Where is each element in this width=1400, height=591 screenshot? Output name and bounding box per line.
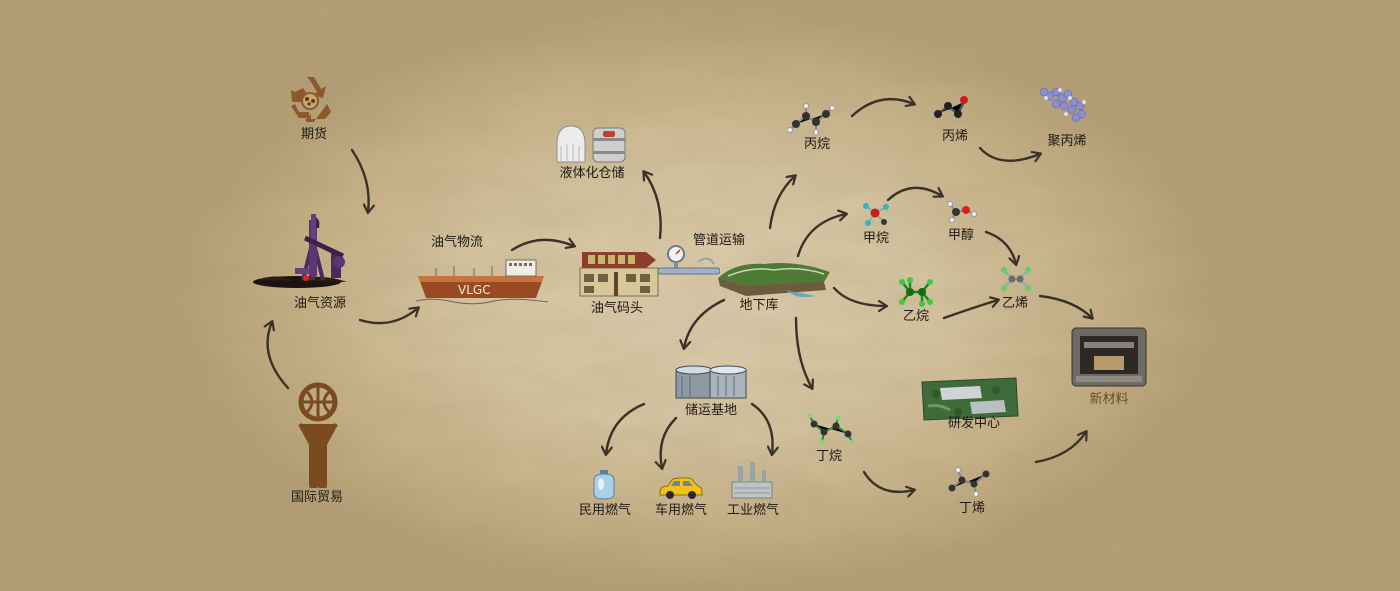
ethane-molecule-icon — [899, 277, 933, 307]
label-storage-base: 储运基地 — [684, 403, 738, 418]
arrow-butane-to-butene — [862, 470, 914, 492]
label-oil-gas-resource: 油气资源 — [293, 296, 347, 311]
storage-tanks-icon — [556, 125, 626, 163]
propane-molecule-icon — [788, 103, 834, 134]
label-butane: 丁烷 — [815, 449, 843, 464]
pipeline-gauge-icon — [658, 245, 720, 275]
3d-printer-icon — [1071, 327, 1147, 387]
oil-pumpjack-icon — [253, 214, 347, 288]
label-butene: 丁烯 — [958, 501, 986, 516]
methanol-molecule-icon — [947, 201, 977, 223]
arrow-underground-to-storagebase — [684, 298, 726, 348]
arrow-logistics-to-wharf — [510, 240, 574, 252]
arrow-propane-to-propylene — [850, 99, 914, 118]
label-vehicle-gas: 车用燃气 — [654, 503, 708, 518]
label-intl-trade: 国际贸易 — [290, 490, 344, 505]
arrow-ethane-to-ethylene — [942, 300, 998, 320]
butane-molecule-icon — [808, 414, 854, 445]
terrain-icon — [718, 263, 830, 298]
label-polypropylene: 聚丙烯 — [1047, 134, 1087, 149]
arrow-methanol-to-ethylene — [984, 230, 1016, 264]
label-underground-storage: 地下库 — [739, 298, 779, 313]
arrow-ethylene-to-newmaterials — [1038, 294, 1092, 318]
factory-icon — [731, 462, 773, 499]
label-oil-gas-logistics: 油气物流 — [430, 235, 484, 250]
arrow-storagebase-to-industrial — [750, 402, 773, 454]
propylene-molecule-icon — [934, 96, 968, 118]
polypropylene-chain-icon — [1039, 87, 1087, 123]
label-propane: 丙烷 — [803, 137, 831, 152]
arrow-methane-to-methanol — [886, 186, 942, 202]
butene-molecule-icon — [948, 467, 990, 496]
arrow-resource-to-logistics — [358, 308, 418, 325]
label-pipeline-transport: 管道运输 — [692, 233, 746, 248]
campus-aerial-icon — [921, 377, 1019, 421]
label-industrial-gas: 工业燃气 — [726, 503, 780, 518]
arrow-wharf-to-storage — [644, 172, 662, 240]
label-rd-center: 研发中心 — [947, 416, 1001, 431]
arrow-butene-to-newmaterials — [1034, 432, 1086, 464]
label-methane: 甲烷 — [862, 231, 890, 246]
recycle-icon — [291, 77, 331, 122]
arrow-underground-to-methane — [796, 214, 846, 258]
arrow-trade-to-resource — [268, 322, 290, 390]
gas-cylinder-icon — [593, 470, 615, 500]
arrow-underground-to-ethane — [832, 286, 886, 306]
vlgc-text: VLGC — [458, 283, 491, 297]
globe-person-icon — [298, 382, 338, 488]
arrow-storagebase-to-civil — [606, 402, 646, 454]
label-ethylene: 乙烯 — [1001, 296, 1029, 311]
arrow-underground-to-butane — [794, 316, 812, 388]
car-icon — [659, 477, 703, 499]
methane-molecule-icon — [863, 203, 889, 226]
label-methanol: 甲醇 — [947, 228, 975, 243]
label-liquid-storage: 液体化仓储 — [559, 166, 625, 181]
wharf-icon — [579, 252, 659, 297]
vlgc-ship-icon: VLGC — [415, 259, 549, 305]
arrow-storagebase-to-vehicle — [661, 416, 678, 468]
label-oil-gas-wharf: 油气码头 — [590, 301, 644, 316]
label-futures: 期货 — [300, 127, 328, 142]
arrow-futures-to-resource — [350, 148, 369, 212]
ethylene-molecule-icon — [1001, 267, 1031, 291]
arrow-propylene-to-polypropylene — [978, 146, 1040, 161]
label-propylene: 丙烯 — [941, 129, 969, 144]
storage-base-tanks-icon — [675, 365, 747, 399]
label-civil-gas: 民用燃气 — [578, 503, 632, 518]
label-ethane: 乙烷 — [902, 309, 930, 324]
arrow-pipeline-to-propane — [768, 176, 795, 230]
label-new-materials: 新材料 — [1089, 392, 1129, 407]
